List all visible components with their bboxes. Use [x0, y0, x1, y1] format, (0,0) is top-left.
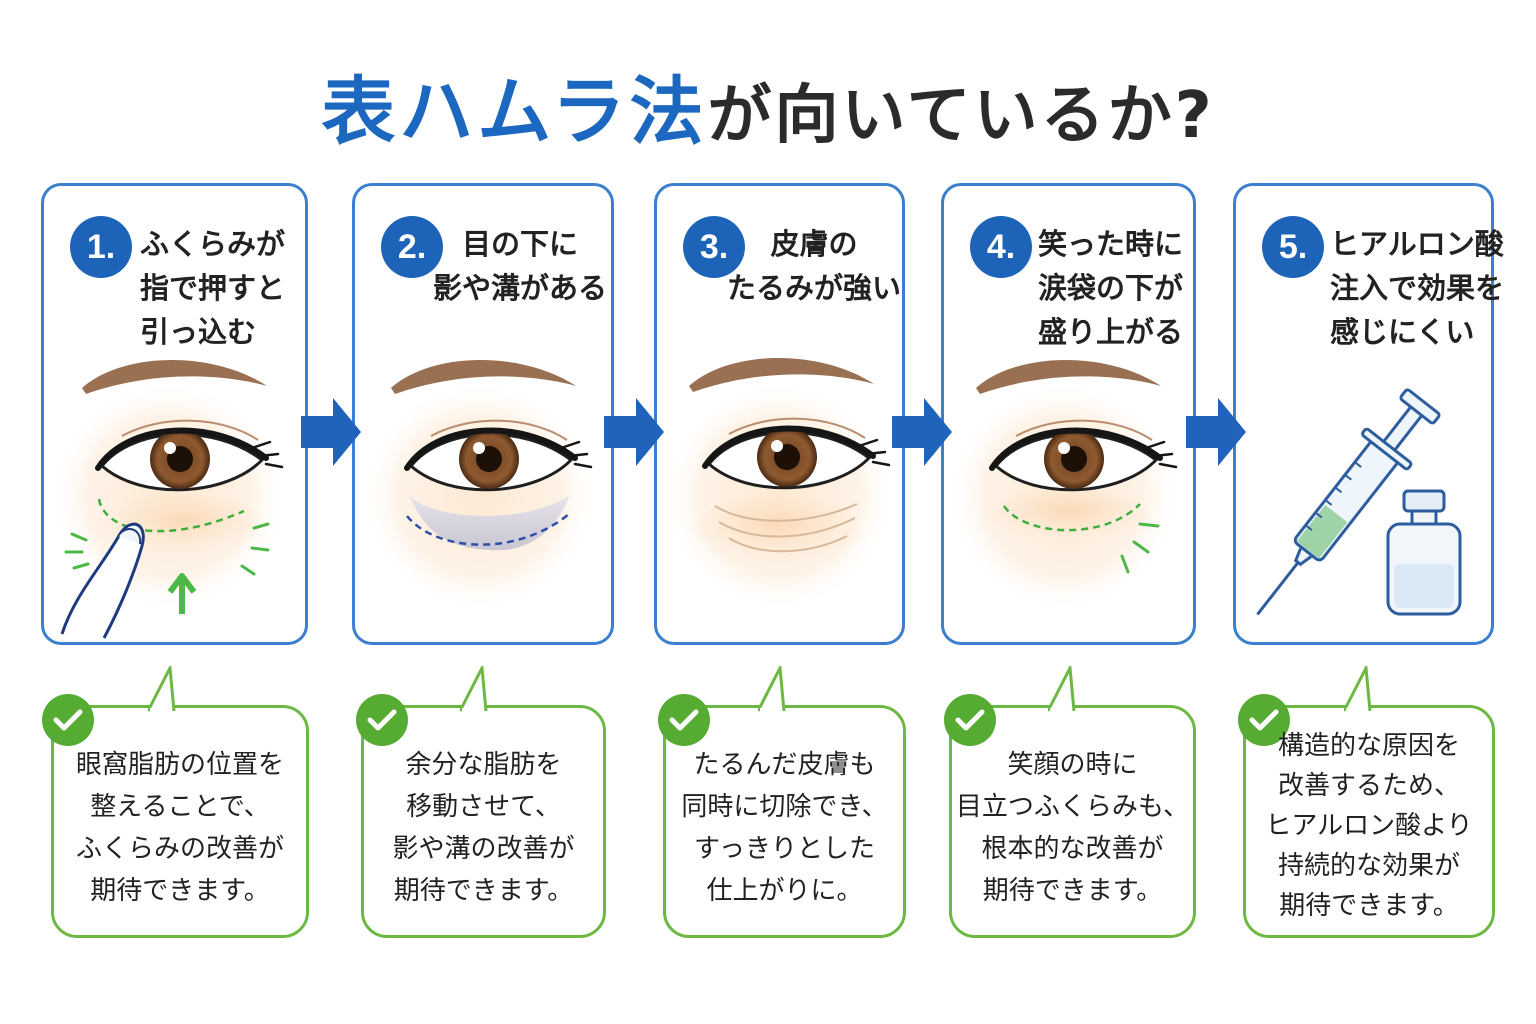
eye-bulge-illustration [51, 346, 287, 639]
step-description: ふくらみが指で押すと引っ込む [140, 227, 286, 349]
syringe-vial-illustration [1256, 388, 1462, 616]
check-icon [42, 694, 94, 746]
benefit-text: たるんだ皮膚も同時に切除でき、すっきりとした仕上がりに。 [681, 750, 888, 906]
step-card-4: 4. 笑った時に涙袋の下が盛り上がる [941, 183, 1196, 645]
check-icon [944, 694, 996, 746]
step-card-1: 1. ふくらみが指で押すと引っ込む [41, 183, 308, 645]
step-description: 笑った時に涙袋の下が盛り上がる [1038, 227, 1184, 349]
check-icon [658, 694, 710, 746]
step-description: ヒアルロン酸注入で効果を感じにくい [1330, 227, 1505, 349]
arrow-right-icon [892, 398, 952, 466]
step-number-badge: 4. [970, 216, 1032, 278]
eye-shadow-illustration [362, 346, 598, 611]
check-icon [356, 694, 408, 746]
title-highlight: 表ハムラ法 [321, 69, 708, 155]
eye-sagging-skin-illustration [664, 346, 894, 611]
arrow-right-icon [301, 398, 361, 466]
step-number-badge: 5. [1262, 216, 1324, 278]
benefit-bubble-2: 余分な脂肪を移動させて、影や溝の改善が期待できます。 [356, 666, 606, 938]
step-card-5: 5. ヒアルロン酸注入で効果を感じにくい [1233, 183, 1504, 645]
step-card-3: 3. 皮膚のたるみが強い [654, 183, 905, 645]
step-number-badge: 1. [70, 216, 132, 278]
step-number-badge: 3. [683, 216, 745, 278]
benefit-text: 余分な脂肪を移動させて、影や溝の改善が期待できます。 [392, 750, 575, 906]
eye-smile-bulge-illustration [949, 346, 1179, 611]
benefit-bubble-3: たるんだ皮膚も同時に切除でき、すっきりとした仕上がりに。 [658, 666, 906, 938]
benefit-text: 笑顔の時に目立つふくらみも、根本的な改善が期待できます。 [955, 750, 1190, 906]
page-title: 表ハムラ法が向いているか? [0, 52, 1536, 159]
title-rest: が向いているか? [707, 79, 1215, 153]
arrow-right-icon [604, 398, 664, 466]
step-description: 皮膚のたるみが強い [727, 227, 902, 305]
step-number-badge: 2. [381, 216, 443, 278]
step-description: 目の下に影や溝がある [433, 227, 608, 305]
benefit-bubble-5: 構造的な原因を改善するため、ヒアルロン酸より持続的な効果が期待できます。 [1238, 666, 1495, 938]
benefit-bubble-1: 眼窩脂肪の位置を整えることで、ふくらみの改善が期待できます。 [42, 666, 309, 938]
check-icon [1238, 694, 1290, 746]
arrow-right-icon [1186, 398, 1246, 466]
benefit-bubble-4: 笑顔の時に目立つふくらみも、根本的な改善が期待できます。 [944, 666, 1196, 938]
benefit-text: 眼窩脂肪の位置を整えることで、ふくらみの改善が期待できます。 [75, 750, 284, 906]
step-card-2: 2. 目の下に影や溝がある [352, 183, 614, 645]
benefit-text: 構造的な原因を改善するため、ヒアルロン酸より持続的な効果が期待できます。 [1265, 731, 1473, 921]
